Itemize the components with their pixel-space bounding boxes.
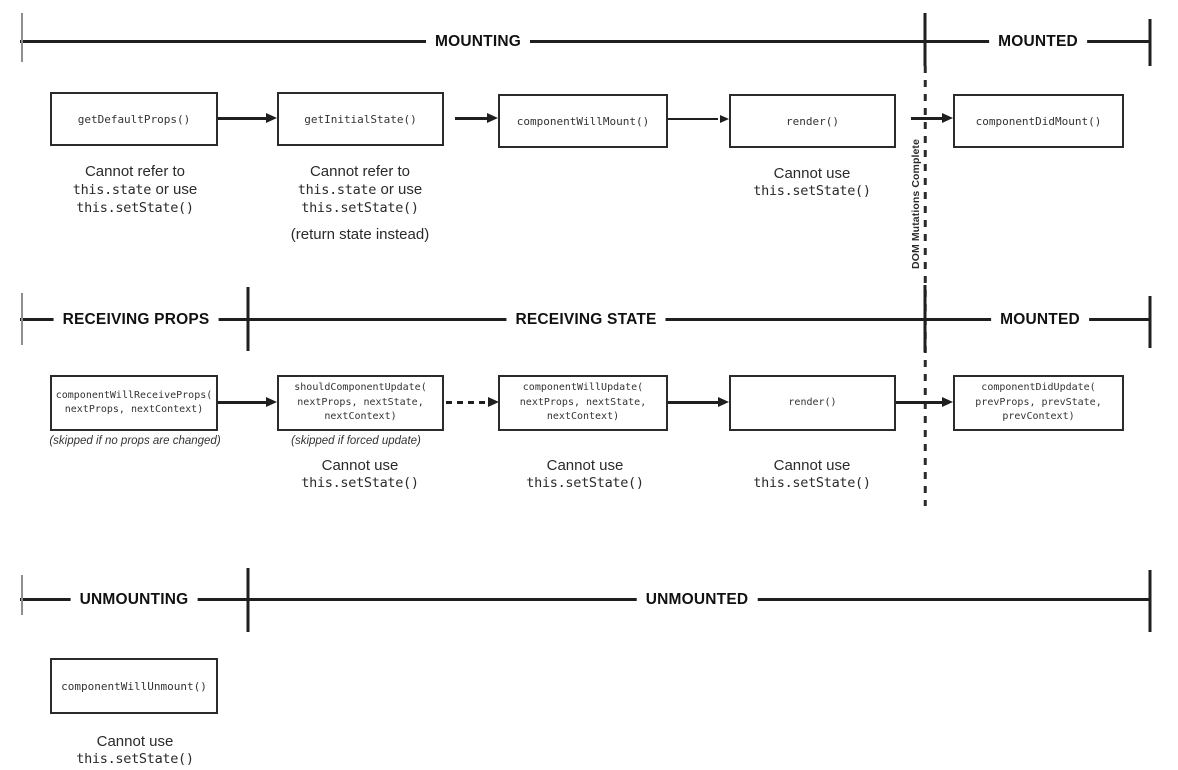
note-line: Cannot refer to	[84, 163, 186, 180]
timeline-tick-dom-boundary	[923, 285, 927, 352]
phase-label-mounted: MOUNTED	[989, 33, 1087, 51]
note-line: Cannot use	[773, 165, 851, 182]
arrow-receiveprops-to-shouldupdate	[218, 401, 266, 404]
note-text: or use	[155, 181, 198, 199]
note-line: this.setState()	[526, 475, 644, 492]
box-code: nextProps, nextState,	[519, 396, 647, 408]
box-code: getDefaultProps()	[77, 112, 191, 126]
timeline-tick-dom-boundary	[923, 13, 927, 66]
box-code: componentWillReceiveProps(	[55, 389, 213, 401]
phase-label-mounting: MOUNTING	[426, 33, 530, 51]
timeline-tick-start	[21, 13, 23, 62]
box-code: getInitialState()	[304, 112, 417, 126]
lifecycle-box-component-will-update: componentWillUpdate( nextProps, nextStat…	[498, 375, 668, 431]
timeline-line	[20, 598, 1151, 601]
box-code: nextContext)	[546, 411, 620, 423]
box-code: componentWillUnmount()	[61, 679, 207, 693]
note-line: this.state or use	[291, 181, 429, 200]
phase-label-receiving-state: RECEIVING STATE	[506, 311, 666, 329]
note-get-default-props: Cannot refer to this.state or use this.s…	[73, 163, 197, 217]
box-code: nextContext)	[324, 411, 397, 423]
box-code: nextProps, nextContext)	[64, 404, 204, 415]
note-code: this.state	[297, 182, 377, 199]
arrow-componentwillmount-to-render	[668, 118, 718, 120]
timeline-tick-end	[1148, 570, 1152, 632]
box-code: shouldComponentUpdate(	[294, 382, 427, 394]
note-cannot-use-render-update: Cannot use this.setState()	[753, 457, 871, 493]
lifecycle-box-component-will-receive-props: componentWillReceiveProps( nextProps, ne…	[50, 375, 218, 431]
note-cannot-use-shouldupdate: Cannot use this.setState()	[301, 457, 419, 493]
lifecycle-box-component-will-unmount: componentWillUnmount()	[50, 658, 218, 714]
note-line: this.setState()	[301, 199, 419, 216]
timeline-tick-start	[21, 575, 23, 615]
arrow-getinitialstate-to-componentwillmount	[455, 117, 487, 120]
skip-note-should-update: (skipped if forced update)	[291, 435, 421, 447]
note-text: or use	[380, 181, 423, 199]
phase-label-mounted-2: MOUNTED	[991, 311, 1089, 329]
arrow-willupdate-to-render	[668, 401, 718, 404]
arrow-render-to-componentdidmount	[911, 117, 942, 120]
note-line: Cannot use	[546, 457, 624, 474]
box-code: componentDidUpdate(	[981, 382, 1096, 394]
lifecycle-box-should-component-update: shouldComponentUpdate( nextProps, nextSt…	[277, 375, 444, 431]
arrow-render-to-componentdidupdate	[896, 401, 942, 404]
arrow-getdefaultprops-to-getinitialstate	[218, 117, 266, 120]
note-line: this.setState()	[76, 199, 194, 216]
note-line: Cannot refer to	[309, 163, 411, 180]
note-line: this.setState()	[753, 475, 871, 492]
phase-label-receiving-props: RECEIVING PROPS	[53, 311, 219, 329]
note-line: Cannot use	[321, 457, 399, 474]
lifecycle-box-get-default-props: getDefaultProps()	[50, 92, 218, 146]
note-line: this.setState()	[301, 475, 419, 492]
phase-label-unmounting: UNMOUNTING	[70, 591, 198, 609]
lifecycle-box-render-update: render()	[729, 375, 896, 431]
box-code: render()	[786, 114, 839, 128]
box-code: nextProps, nextState,	[297, 396, 424, 408]
note-line: Cannot use	[773, 457, 851, 474]
dom-mutations-label: DOM Mutations Complete	[910, 139, 922, 269]
note-cannot-use-willupdate: Cannot use this.setState()	[526, 457, 644, 493]
lifecycle-box-get-initial-state: getInitialState()	[277, 92, 444, 146]
note-line: this.setState()	[76, 751, 194, 768]
box-code: prevContext)	[1002, 411, 1075, 423]
box-code: prevProps, prevState,	[975, 396, 1102, 408]
box-code: componentDidMount()	[975, 114, 1102, 128]
note-line: Cannot use	[96, 733, 174, 750]
skip-note-receive-props: (skipped if no props are changed)	[49, 435, 221, 447]
timeline-line	[20, 40, 1151, 43]
box-code: componentWillUpdate(	[522, 382, 644, 394]
note-line: (return state instead)	[290, 226, 430, 244]
phase-label-unmounted: UNMOUNTED	[636, 591, 758, 609]
note-code: this.state	[72, 182, 152, 199]
box-code: componentWillMount()	[516, 114, 650, 128]
lifecycle-box-render-mount: render()	[729, 94, 896, 148]
note-line: this.state or use	[73, 181, 197, 200]
note-get-initial-state: Cannot refer to this.state or use this.s…	[291, 163, 429, 245]
note-line: this.setState()	[753, 183, 871, 200]
arrow-shouldupdate-to-willupdate-dashed	[446, 401, 488, 404]
timeline-tick-start	[21, 293, 23, 345]
lifecycle-box-component-will-mount: componentWillMount()	[498, 94, 668, 148]
lifecycle-box-component-did-mount: componentDidMount()	[953, 94, 1124, 148]
timeline-tick-unmount-boundary	[246, 568, 250, 632]
timeline-tick-end	[1148, 296, 1152, 348]
box-code: render()	[788, 396, 837, 408]
timeline-tick-props-state	[246, 287, 250, 351]
note-component-will-unmount: Cannot use this.setState()	[76, 733, 194, 769]
timeline-tick-end	[1148, 19, 1152, 66]
lifecycle-box-component-did-update: componentDidUpdate( prevProps, prevState…	[953, 375, 1124, 431]
note-render-mount: Cannot use this.setState()	[753, 165, 871, 201]
